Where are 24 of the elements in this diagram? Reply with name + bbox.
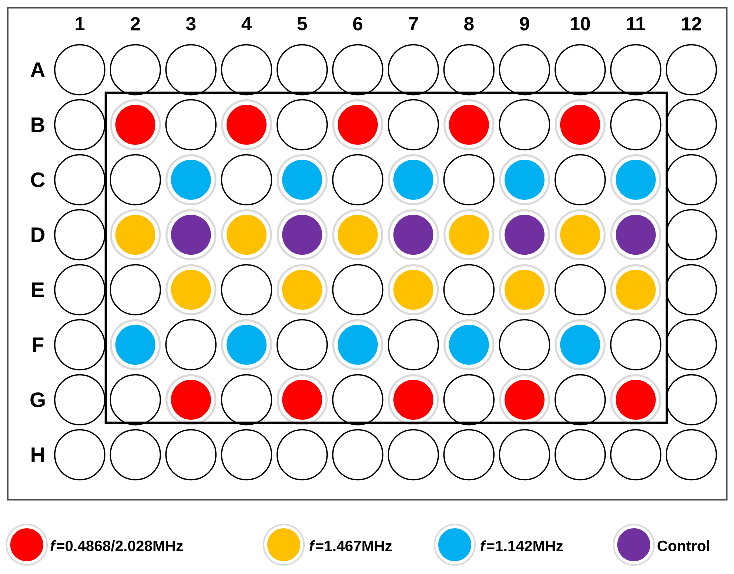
row-letter: H (32, 448, 44, 462)
row-letter: C (31, 172, 45, 188)
column-number: 8 (464, 17, 474, 31)
row-letter: F (33, 338, 44, 352)
legend-label: Control (658, 540, 710, 552)
column-number: 2 (130, 17, 140, 31)
column-number: 9 (520, 17, 530, 31)
column-number: 3 (186, 17, 196, 31)
column-number: 1 (76, 17, 85, 31)
legend-label: f=0.4868/2.028MHz (50, 540, 184, 552)
column-number: 10 (571, 17, 590, 31)
legend-label: f=1.142MHz (480, 540, 564, 552)
column-number: 5 (298, 17, 308, 31)
row-letter: D (32, 228, 45, 242)
row-letter: E (32, 282, 44, 298)
column-number: 12 (682, 17, 702, 31)
row-letter: G (30, 392, 45, 408)
column-number: 4 (242, 17, 252, 31)
column-number: 6 (353, 17, 363, 31)
legend-label: f=1.467MHz (310, 540, 392, 552)
row-letter: B (32, 118, 45, 132)
column-number: 11 (627, 17, 646, 31)
column-number: 7 (409, 17, 418, 31)
row-letter: A (30, 62, 46, 78)
